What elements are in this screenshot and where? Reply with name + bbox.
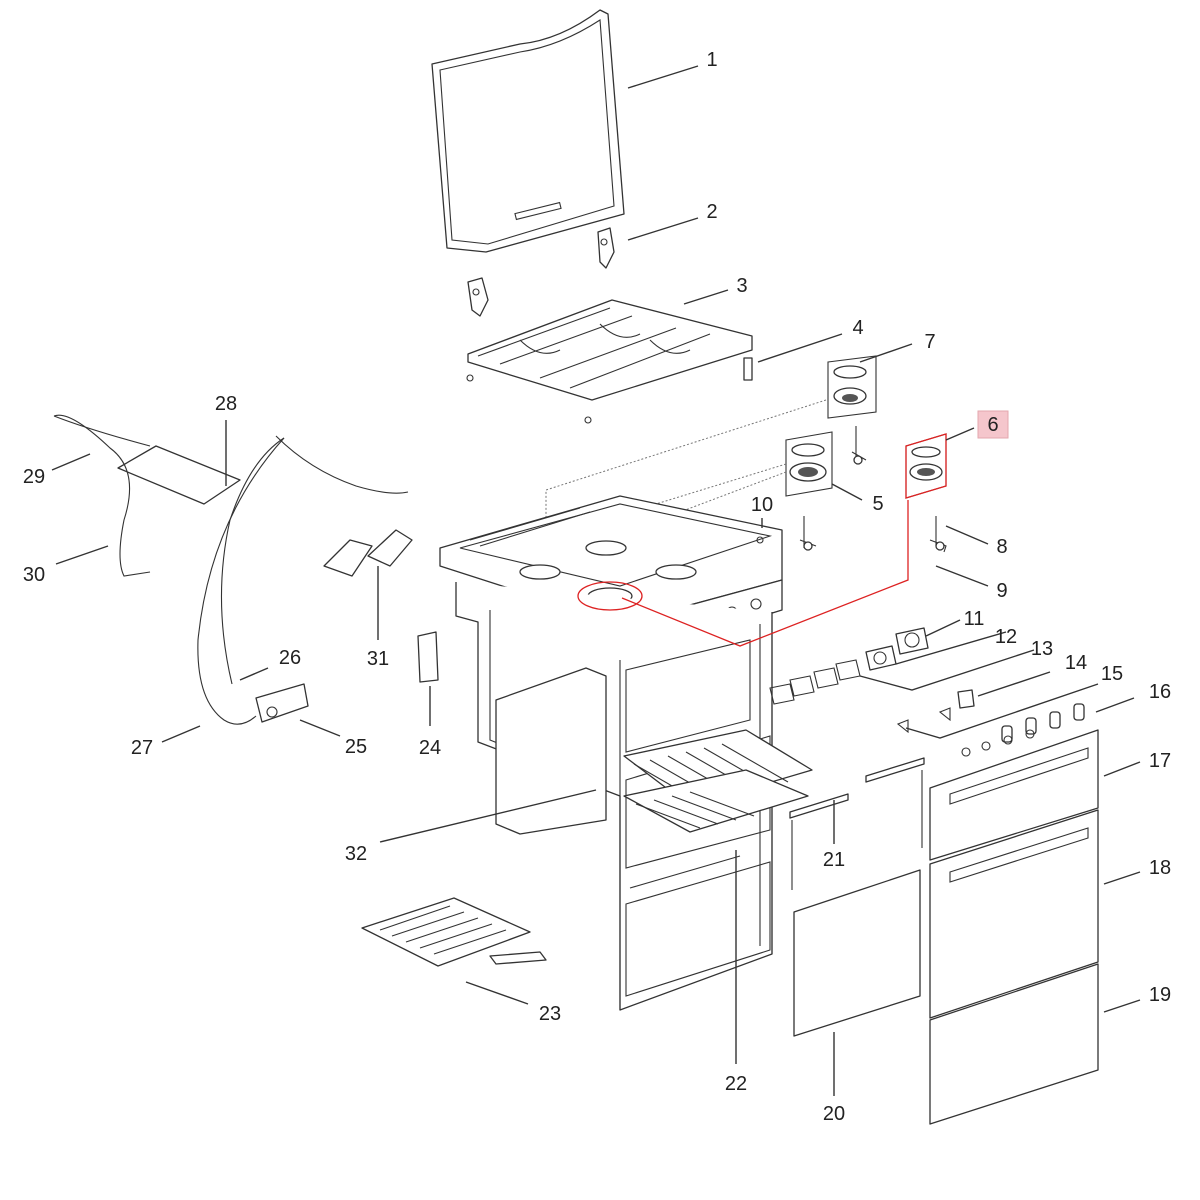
part-14-ignition-switch [957,689,975,709]
part-11-valve [895,627,929,655]
callout-31: 31 [367,648,389,670]
part-4-clip [743,357,753,381]
callout-12: 12 [995,626,1017,648]
part-29-30-wiring [53,414,151,577]
callout-14: 14 [1065,652,1087,674]
callout-19: 19 [1149,984,1171,1006]
part-16-knobs [1001,703,1085,743]
callout-23: 23 [539,1003,561,1025]
callout-29: 29 [23,466,45,488]
callout-18: 18 [1149,857,1171,879]
part-1-glass-lid [431,9,625,253]
callout-30: 30 [23,564,45,586]
callout-24: 24 [419,737,441,759]
part-28-control-panel [117,445,241,505]
part-31-door-hinges [323,529,413,577]
highlight-connector [577,433,947,647]
callout-2: 2 [706,201,717,223]
part-13-valves [769,659,861,705]
part-thermocouple-upper [799,426,867,551]
part-27-cable [197,435,409,725]
part-8-thermocouple [929,516,947,553]
part-18-main-door [929,809,1099,1019]
part-22-oven-shelves [623,729,813,833]
part-25-thermostat [255,683,309,723]
callout-1: 1 [706,49,717,71]
callout-5: 5 [872,493,883,515]
callout-4: 4 [852,317,863,339]
callout-20: 20 [823,1103,845,1125]
part-21-glass-strips [789,757,925,890]
leader-lines [51,65,1141,1096]
cooker-body [439,495,783,1011]
part-2-lid-hinge [467,227,615,317]
part-5-burner [785,431,833,497]
callout-13: 13 [1031,638,1053,660]
part-17-upper-door [929,729,1099,861]
callout-11: 11 [964,608,985,630]
callout-16: 16 [1149,681,1171,703]
callout-22: 22 [725,1073,747,1095]
part-15-clip [896,707,951,734]
callout-32: 32 [345,843,367,865]
callout-28: 28 [215,393,237,415]
callout-10: 10 [751,494,773,516]
callout-25: 25 [345,736,367,758]
callout-8: 8 [996,536,1007,558]
part-24-bracket [417,631,439,683]
callout-17: 17 [1149,750,1171,772]
callout-6: 6 [987,414,998,436]
callout-15: 15 [1101,663,1123,685]
callout-labels: 1 2 3 4 5 6 7 8 9 10 11 12 13 14 15 16 1… [23,49,1171,1125]
callout-9: 9 [996,580,1007,602]
part-7-burner [827,355,877,419]
part-3-pan-support [466,299,753,424]
part-12-valve [865,645,897,671]
part-19-drawer-front [929,963,1099,1125]
part-20-door-glass [793,869,921,1037]
highlight-badge [977,410,1009,439]
callout-26: 26 [279,647,301,669]
callout-3: 3 [736,275,747,297]
callout-27: 27 [131,737,153,759]
callout-7: 7 [924,331,935,353]
callout-21: 21 [823,849,845,871]
part-23-grill-pan [361,897,547,967]
